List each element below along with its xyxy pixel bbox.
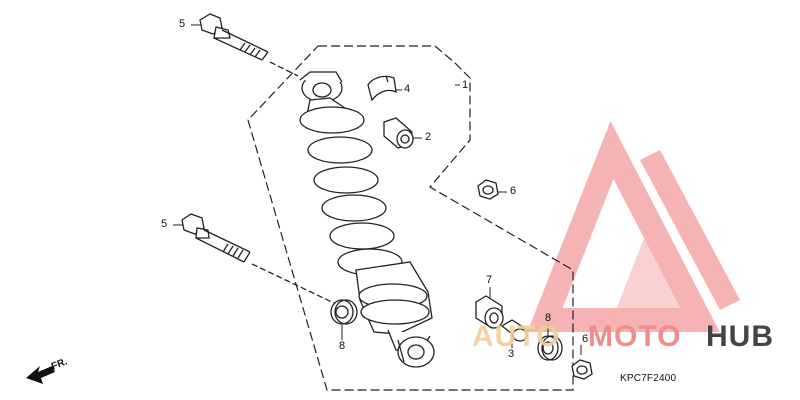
callout-stopper: 4 [404,83,411,95]
watermark-logo [527,121,740,332]
bolt-top [199,13,299,77]
callout-bushing-bottom: 7 [486,274,493,286]
callout-assembly: 1 [462,79,469,91]
diagram-code: KPC7F2400 [620,373,677,384]
nut-bottom [571,359,593,380]
callout-collar: 3 [508,348,515,360]
watermark-hub: HUB [706,320,774,353]
bushing-bottom [475,295,504,329]
stopper-part [367,75,397,102]
seal-right [537,335,563,361]
callout-bushing-top: 2 [425,131,432,143]
callout-nut-bottom: 6 [582,333,589,345]
callout-bolt-top: 5 [179,18,186,30]
bolt-left [181,213,337,305]
front-arrow-icon [26,366,55,384]
nut-right [477,179,499,200]
assembly-outline [247,45,574,391]
callout-bolt-left: 5 [161,218,168,230]
watermark-moto: MOTO [588,320,682,353]
callout-seal-left: 8 [339,340,346,352]
bushing-top [383,117,414,149]
callout-nut-right: 6 [510,185,517,197]
collar-part [500,319,529,342]
seal-left [330,299,358,325]
callout-seal-right: 8 [545,312,552,324]
shock-absorber [299,71,435,368]
watermark-auto: AUTO [472,320,561,353]
